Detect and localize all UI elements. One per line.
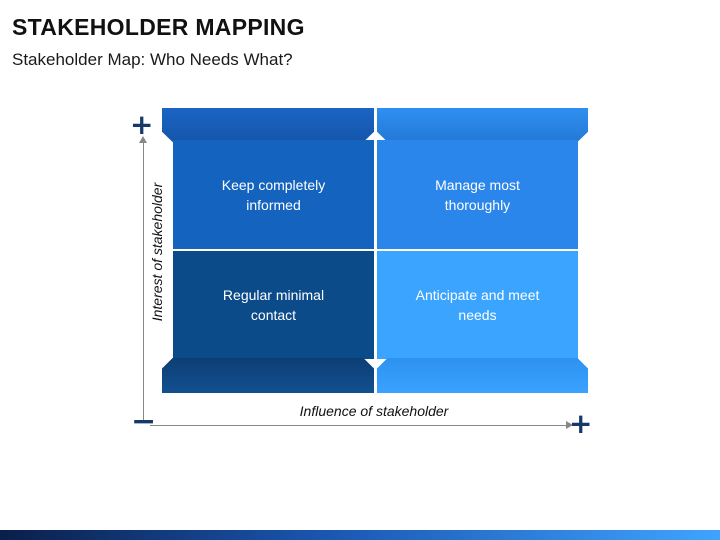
quadrant-manage-closely: Manage most thoroughly (377, 140, 578, 249)
x-axis-arrow-icon (566, 421, 573, 429)
quadrant-minimal-contact: Regular minimal contact (173, 251, 374, 359)
quadrant-anticipate-needs: Anticipate and meet needs (377, 251, 578, 359)
quadrant-keep-informed: Keep completely informed (173, 140, 374, 249)
quadrant-label: Regular minimal contact (222, 287, 325, 323)
top-left-cap (162, 108, 374, 142)
y-axis-arrow-icon (139, 136, 147, 143)
y-axis-label: Interest of stakeholder (149, 182, 165, 322)
page-subtitle: Stakeholder Map: Who Needs What? (12, 50, 293, 69)
quadrant-label: Manage most thoroughly (435, 176, 520, 213)
bottom-right-cap (377, 358, 588, 393)
y-axis-plus-icon: + (130, 108, 154, 141)
page-title: STAKEHOLDER MAPPING (12, 14, 305, 40)
x-axis-label: Influence of stakeholder (299, 403, 449, 419)
y-axis-line (143, 140, 144, 420)
x-axis-line (150, 425, 570, 426)
quadrant-label: Anticipate and meet needs (415, 287, 540, 323)
origin-minus-icon: − (131, 404, 157, 439)
x-axis-plus-icon: + (569, 407, 593, 440)
bottom-left-cap (162, 358, 374, 393)
quadrant-label: Keep completely informed (221, 176, 326, 213)
footer-gradient-bar (0, 530, 720, 540)
top-right-cap (377, 108, 588, 142)
